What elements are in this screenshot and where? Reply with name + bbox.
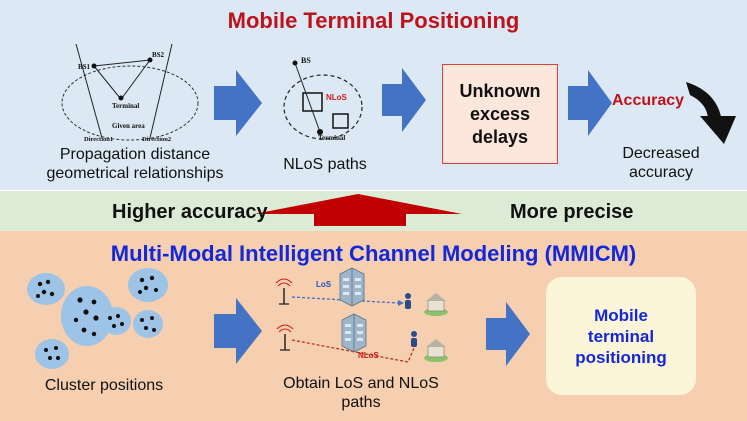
bs1-terminal-line (93, 65, 121, 99)
bottom-title: Multi-Modal Intelligent Channel Modeling… (110, 241, 637, 266)
direction2-label: Direction2 (142, 136, 171, 143)
nlos-label: NLoS (326, 93, 348, 102)
geometry-caption-line1: Propagation distance (59, 146, 211, 163)
building-icon (341, 313, 367, 353)
obstacle-square-1 (302, 92, 323, 112)
person-icon (405, 293, 411, 309)
result-box: Mobile terminal positioning (546, 277, 696, 395)
bs-dot (292, 60, 298, 66)
nlos-diagram: BS NLoS Terminal (283, 56, 363, 142)
person-icon (411, 331, 417, 347)
geometry-caption: Propagation distance geometrical relatio… (20, 145, 250, 183)
geometry-diagram: BS1 BS2 Terminal Given area Direction1 D… (61, 43, 199, 143)
given-area-ellipse (61, 65, 199, 141)
more-precise-text: More precise (510, 201, 634, 223)
outcome-caption: Decreased accuracy (596, 144, 726, 182)
delay-line1: Unknown (459, 80, 541, 101)
result-line2: terminal (587, 326, 655, 346)
los-arrowhead (398, 300, 404, 306)
direction1-line (75, 43, 103, 139)
building-icon (339, 267, 365, 307)
cluster-blob (133, 310, 163, 338)
delay-line3: delays (471, 126, 529, 147)
cluster-blob (35, 339, 69, 369)
cluster-blob (27, 273, 65, 305)
base-station-icon (275, 278, 293, 305)
nlos-area-ellipse (283, 74, 363, 140)
cluster-blob (101, 307, 131, 335)
arrow-right-4 (214, 298, 262, 364)
bs-label: BS (301, 56, 311, 65)
house-icon (424, 339, 448, 362)
geometry-caption-line2: geometrical relationships (46, 165, 224, 182)
cluster-blob (61, 286, 113, 346)
baseline-line (93, 59, 151, 67)
house-icon (424, 293, 448, 316)
bs2-dot (147, 57, 153, 63)
bs2-label: BS2 (152, 51, 165, 59)
nlos-path-line (294, 62, 321, 133)
bs1-dot (91, 63, 97, 69)
cluster-caption: Cluster positions (44, 377, 164, 394)
cluster-diagram (27, 268, 168, 369)
arrow-right-2 (382, 68, 426, 132)
los-label: LoS (316, 280, 332, 289)
accuracy-label: Accuracy (612, 92, 685, 109)
paths-caption-line1: Obtain LoS and NLoS (283, 375, 439, 392)
result-line3: positioning (575, 347, 667, 367)
arrow-right-3 (568, 70, 612, 136)
result-line1: Mobile (594, 305, 648, 325)
cluster-blob (128, 268, 168, 302)
los-path-line (291, 296, 399, 304)
paths-caption-line2: paths (341, 394, 381, 411)
outcome-line2: accuracy (628, 164, 694, 181)
scatterer-dots (36, 275, 158, 360)
outcome-line1: Decreased (622, 145, 700, 162)
base-station-icon (276, 324, 294, 351)
nlos-terminal-label: Terminal (318, 134, 345, 142)
nlos-terminal-dot (317, 129, 323, 135)
nlos-caption: NLoS paths (283, 156, 367, 173)
nlos-path-label: NLoS (358, 351, 380, 360)
terminal-label: Terminal (112, 102, 139, 110)
paths-caption: Obtain LoS and NLoS paths (256, 374, 466, 412)
los-nlos-diagram: LoS NL (275, 267, 448, 363)
arrow-right-1 (214, 70, 262, 136)
higher-accuracy-text: Higher accuracy (112, 201, 268, 223)
arrow-up-red-head (254, 194, 462, 214)
excess-delays-box: Unknown excess delays (442, 64, 558, 164)
curved-arrow-icon (686, 82, 736, 144)
delay-line2: excess (469, 103, 531, 124)
direction2-line (149, 43, 173, 139)
terminal-dot (118, 95, 124, 101)
arrow-right-5 (486, 302, 530, 366)
given-area-label: Given area (112, 122, 145, 130)
top-title: Mobile Terminal Positioning (227, 8, 520, 33)
obstacle-square-2 (332, 113, 349, 129)
direction1-label: Direction1 (84, 136, 113, 143)
bs1-label: BS1 (78, 63, 91, 71)
bs2-terminal-line (121, 59, 151, 99)
